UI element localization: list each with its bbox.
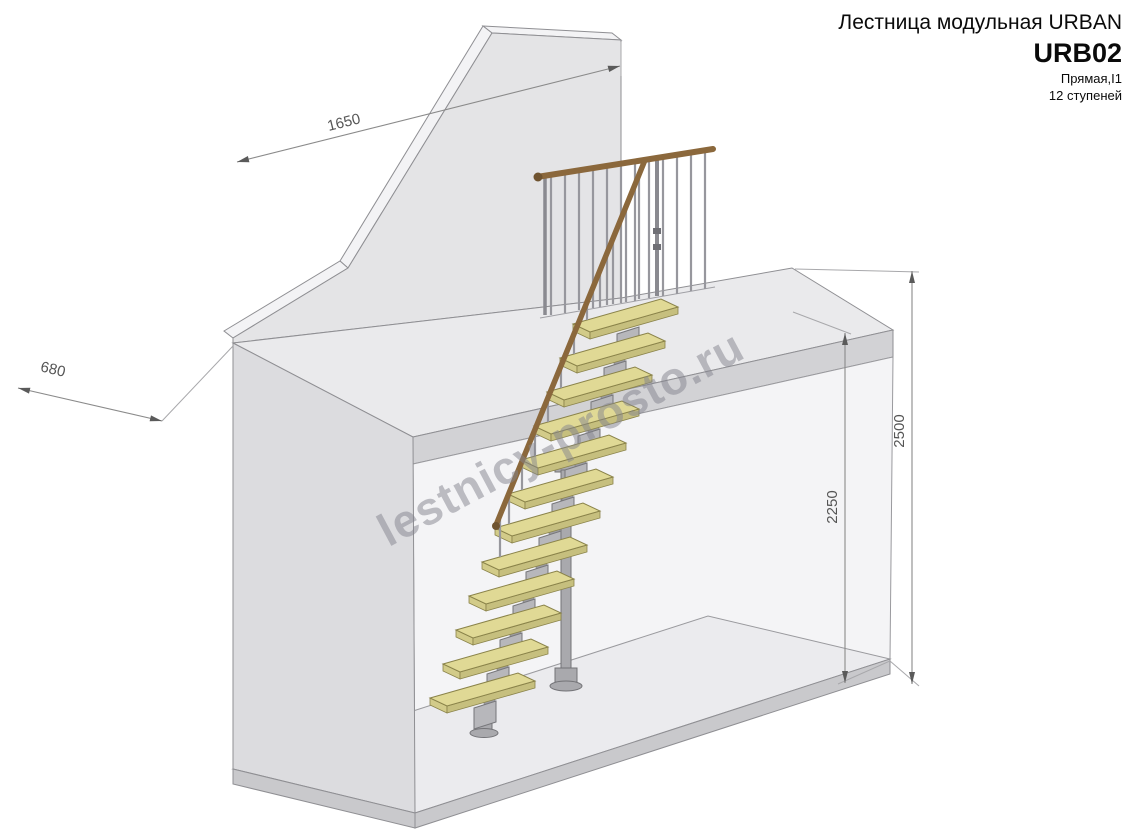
staircase <box>428 298 680 738</box>
landing-handrail <box>534 146 716 180</box>
stair-handrail <box>492 157 648 557</box>
dimension-label-680: 680 <box>39 359 67 381</box>
title-block: Лестница модульная URBAN URB02 Прямая,I1… <box>838 10 1122 105</box>
dimension-2250: 2250 <box>792 311 891 685</box>
dimension-label-2500: 2500 <box>891 414 908 447</box>
dimension-2500: 2500 <box>794 268 920 687</box>
dimension-label-2250: 2250 <box>824 490 841 523</box>
bottom-band-right <box>414 658 891 829</box>
dimension-680: 680 <box>17 345 234 422</box>
handrail-cap <box>492 522 500 530</box>
product-model: URB02 <box>1033 38 1122 69</box>
newel-fitting <box>653 228 661 234</box>
stair-step <box>571 298 680 356</box>
stair-step <box>467 570 576 628</box>
stair-rail <box>493 157 648 528</box>
newel-fitting <box>653 244 661 250</box>
stair-step <box>428 672 537 730</box>
product-title: Лестница модульная URBAN <box>838 11 1122 34</box>
product-steps: 12 ступеней <box>1048 88 1122 104</box>
handrail-cap <box>533 172 543 182</box>
dimension-label-1650: 1650 <box>326 110 362 135</box>
product-type: Прямая,I1 <box>1060 71 1122 87</box>
stairwell-edge <box>539 286 716 319</box>
dimensions: 1650 680 2250 2500 <box>17 42 920 687</box>
